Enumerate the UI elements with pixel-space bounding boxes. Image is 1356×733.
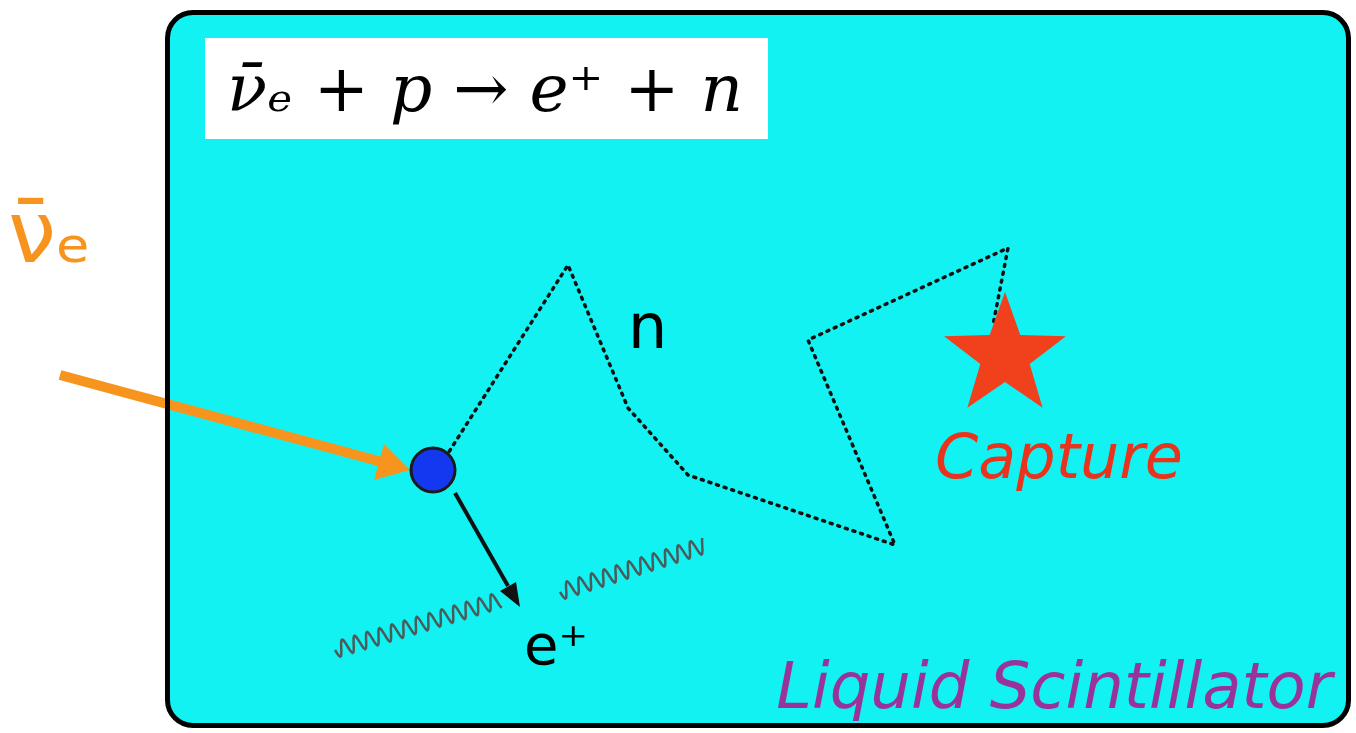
- gamma-waves: [335, 538, 702, 657]
- scintillator-fill: [167, 12, 1348, 726]
- positron-arrowhead: [500, 582, 520, 607]
- gamma-wave: [560, 538, 702, 599]
- volume-label: Liquid Scintillator: [776, 649, 1332, 723]
- neutron-label: n: [628, 290, 667, 363]
- antineutrino-arrow: [60, 375, 382, 462]
- positron-label: e⁺: [524, 612, 588, 677]
- positron-arrow: [455, 493, 508, 586]
- reaction-equation: ν̄ₑ + p → e⁺ + n: [227, 50, 746, 127]
- capture-star: [944, 292, 1066, 408]
- antineutrino-label: ν̄ₑ: [8, 182, 92, 282]
- capture-label: Capture: [935, 420, 1183, 493]
- reaction-box: ν̄ₑ + p → e⁺ + n: [205, 38, 768, 139]
- scintillator-volume: Liquid Scintillator ν̄ₑ + p → e⁺ + n: [165, 10, 1351, 728]
- neutron-path: [445, 248, 1008, 545]
- antineutrino-arrowhead: [374, 444, 410, 480]
- gamma-wave: [335, 594, 502, 656]
- interaction-point: [411, 448, 455, 492]
